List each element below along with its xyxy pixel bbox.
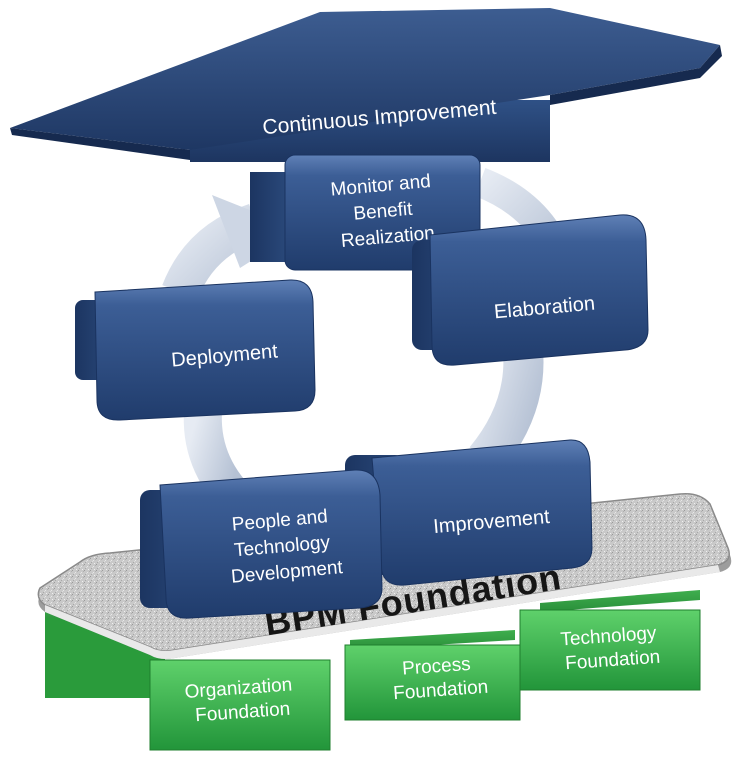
people-label: People and Technology Development: [226, 505, 345, 588]
cycle-block-improvement: Improvement: [345, 439, 593, 586]
cycle-block-deployment: Deployment: [75, 279, 316, 421]
foundation-block-process: Process Foundation: [344, 630, 521, 721]
continuous-improvement-roof: Continuous Improvement: [10, 8, 722, 162]
cycle-block-people: People and Technology Development: [140, 469, 383, 619]
cycle-block-elaboration: Elaboration: [412, 214, 649, 366]
foundation-block-technology: Technology Foundation: [519, 590, 701, 691]
process-foundation-label: Process Foundation: [391, 653, 489, 705]
